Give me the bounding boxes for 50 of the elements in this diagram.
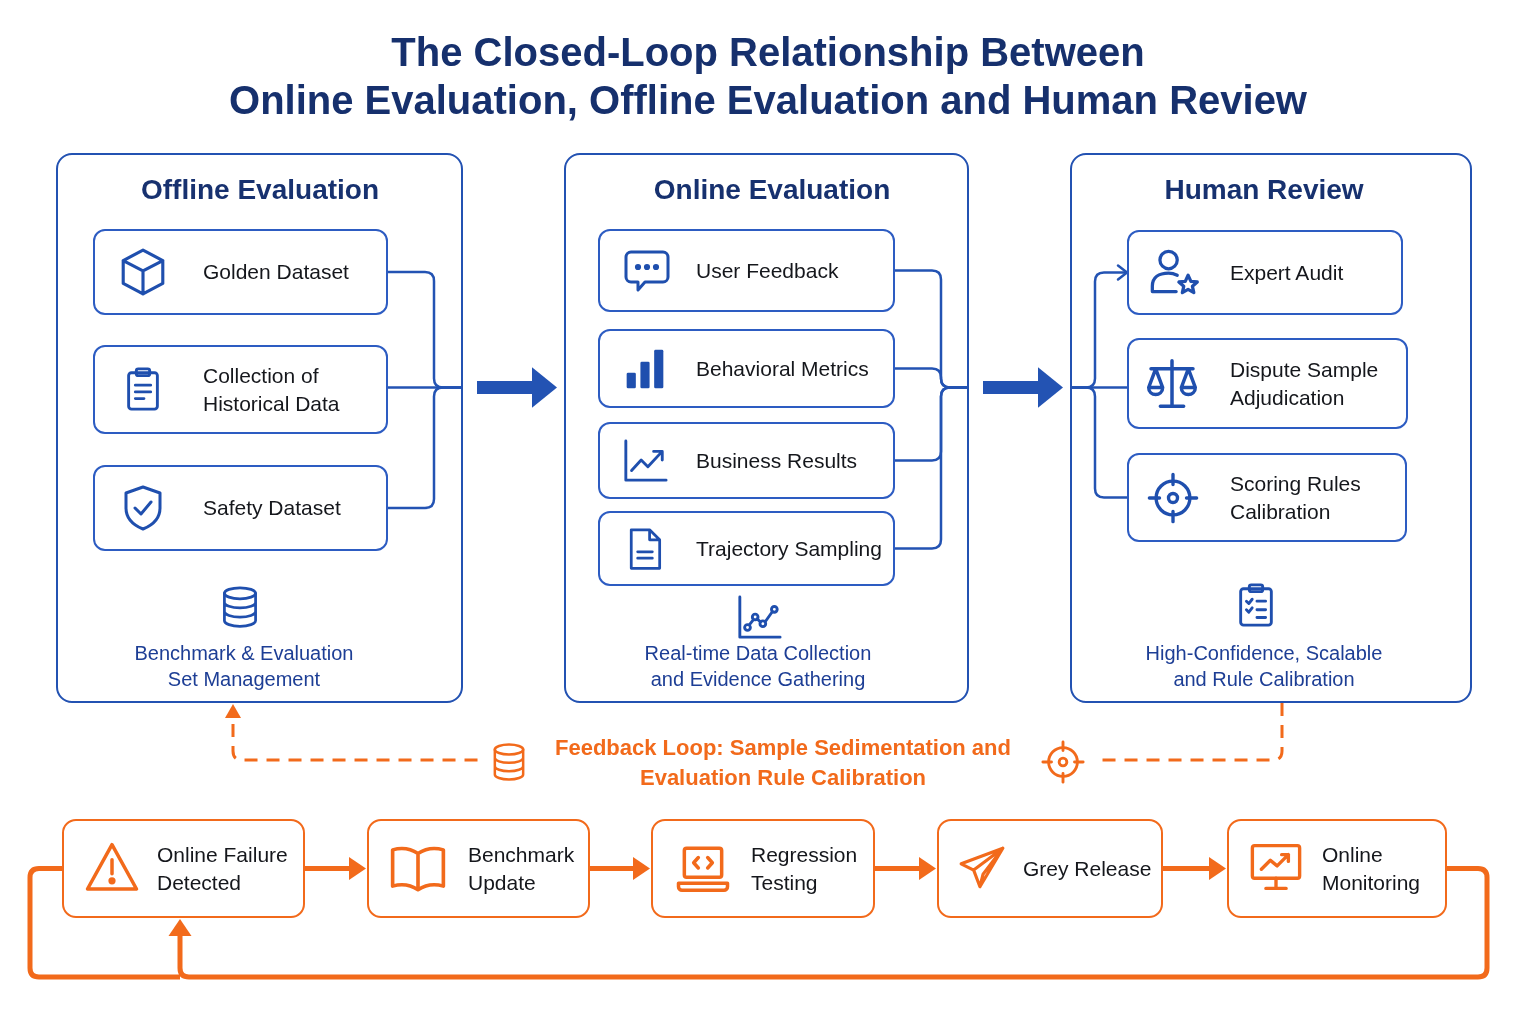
- step-card: [62, 819, 305, 918]
- arrow: [27, 866, 1490, 980]
- category-panel: [1070, 153, 1472, 703]
- panel-caption: High-Confidence, Scalable and Rule Calibration: [1144, 641, 1384, 692]
- arrow: [983, 367, 1063, 408]
- item-label: Dispute Sample Adjudication: [1230, 356, 1380, 411]
- connector-line: [388, 386, 463, 510]
- category-panel: [564, 153, 969, 703]
- connector-line: [895, 386, 969, 550]
- item-card: [93, 345, 388, 434]
- step-label: Online Failure Detected: [157, 841, 289, 896]
- step-card: [651, 819, 875, 918]
- item-label: Trajectory Sampling: [696, 535, 882, 562]
- item-card: [93, 465, 388, 551]
- item-card: [598, 511, 895, 586]
- item-label: Expert Audit: [1230, 259, 1344, 286]
- panel-caption: Real-time Data Collection and Evidence Gathering: [643, 641, 873, 692]
- step-label: Regression Testing: [751, 841, 859, 896]
- panel-heading: Online Evaluation: [653, 173, 891, 207]
- item-card: [598, 229, 895, 312]
- item-card: [598, 422, 895, 499]
- item-label: Behavioral Metrics: [696, 355, 869, 382]
- item-label: Scoring Rules Calibration: [1230, 470, 1362, 525]
- panel-caption: Benchmark & Evaluation Set Management: [133, 641, 355, 692]
- item-card: [1127, 338, 1408, 429]
- step-label: Grey Release: [1023, 855, 1152, 882]
- arrow: [305, 857, 366, 880]
- arrow: [1163, 857, 1226, 880]
- step-label: Benchmark Update: [468, 841, 576, 896]
- category-panel: [56, 153, 463, 703]
- panel-heading: Human Review: [1164, 173, 1364, 207]
- item-label: Safety Dataset: [203, 495, 341, 521]
- item-card: [598, 329, 895, 408]
- connector-line: [1070, 386, 1127, 499]
- item-label: User Feedback: [696, 257, 839, 284]
- arrow: [590, 857, 650, 880]
- step-card: [1227, 819, 1447, 918]
- item-label: Business Results: [696, 447, 858, 474]
- item-label: Collection of Historical Data: [203, 362, 341, 417]
- step-card: [367, 819, 590, 918]
- item-card: [1127, 230, 1403, 315]
- item-label: Golden Dataset: [203, 259, 349, 285]
- step-label: Online Monitoring: [1322, 841, 1422, 896]
- step-card: [937, 819, 1163, 918]
- panel-heading: Offline Evaluation: [141, 173, 379, 207]
- arrow: [875, 857, 936, 880]
- diagram-title: The Closed-Loop Relationship Between Online Evaluation, Offline Evaluation and Human Review: [229, 29, 1307, 124]
- item-card: [1127, 453, 1407, 542]
- arrow: [477, 367, 557, 408]
- item-card: [93, 229, 388, 315]
